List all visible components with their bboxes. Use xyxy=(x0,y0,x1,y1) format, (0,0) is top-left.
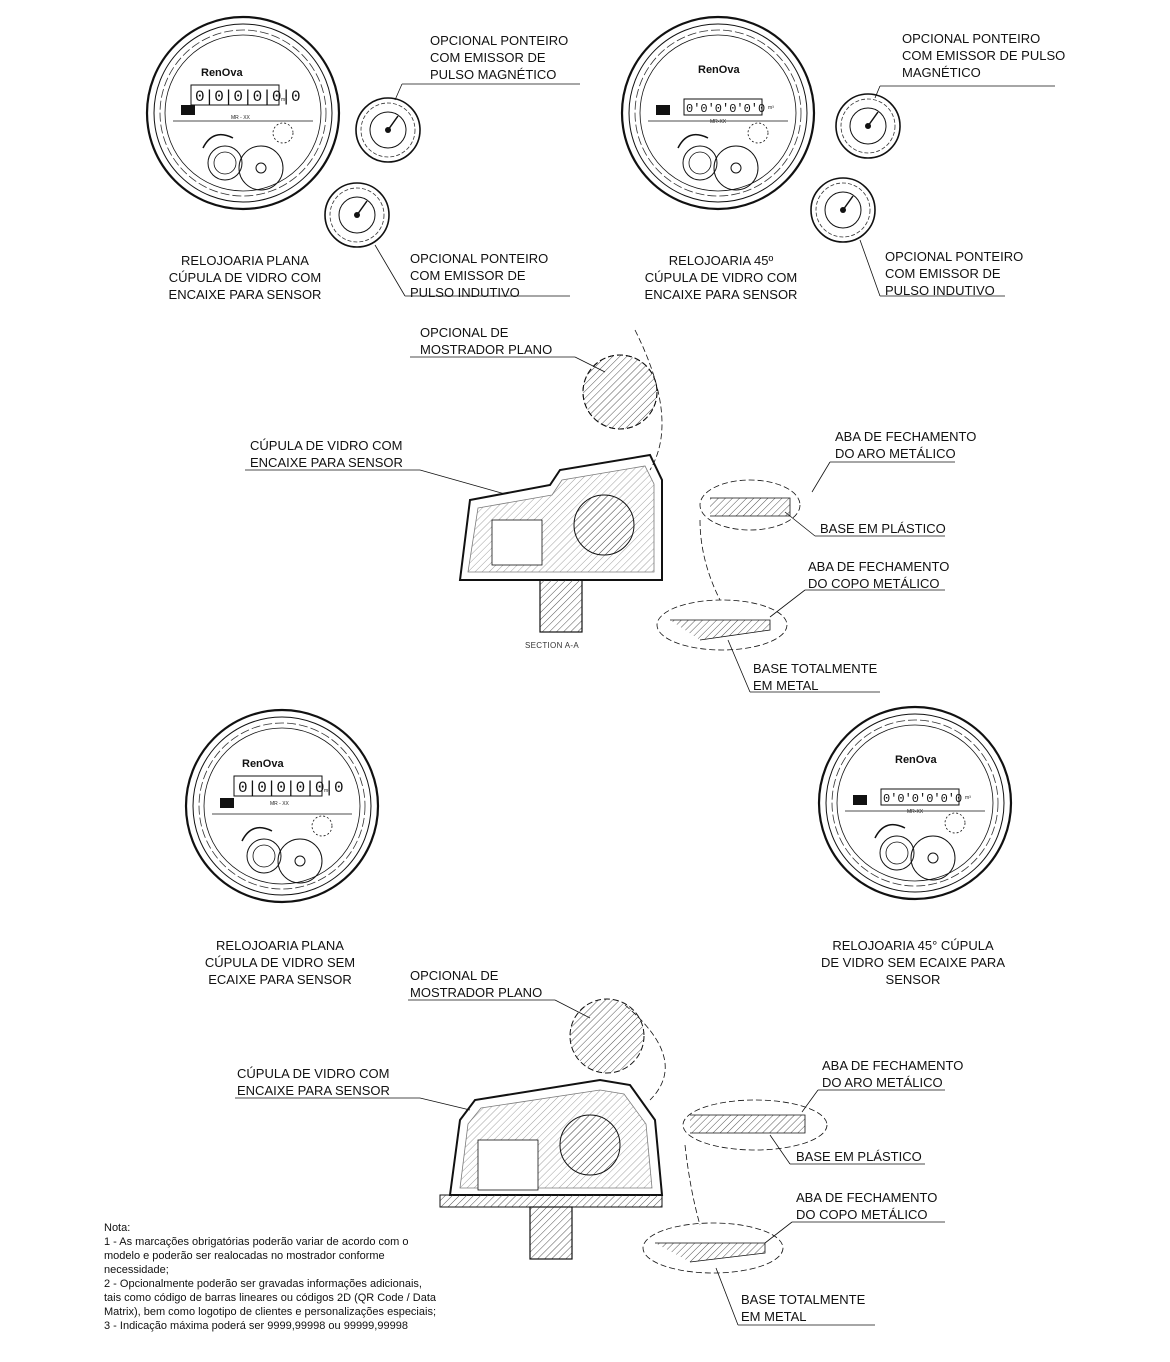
svg-text:MR - XX: MR - XX xyxy=(231,115,251,121)
subdial-a2 xyxy=(324,182,390,248)
label-glass-dome-2: CÚPULA DE VIDRO COM ENCAIXE PARA SENSOR xyxy=(237,1066,390,1098)
label-plastic-base-2: BASE EM PLÁSTICO xyxy=(796,1149,922,1164)
subdial-a1 xyxy=(355,97,421,163)
svg-text:RenOva: RenOva xyxy=(242,758,284,770)
section-2 xyxy=(235,998,945,1326)
label-optional-inductive-pointer-a: OPCIONAL PONTEIRO COM EMISSOR DE PULSO I… xyxy=(410,251,549,300)
svg-text:MR-XX: MR-XX xyxy=(710,119,727,125)
svg-text:MR-XX: MR-XX xyxy=(907,809,924,815)
title-meter-b: RELOJOARIA 45º CÚPULA DE VIDRO COM ENCAI… xyxy=(644,253,798,302)
svg-text:RenOva: RenOva xyxy=(895,754,937,766)
svg-text:RenOva: RenOva xyxy=(201,67,243,79)
svg-text:m³: m³ xyxy=(281,97,287,103)
notes-block: Nota: 1 - As marcações obrigatórias pode… xyxy=(104,1222,437,1332)
label-metal-cup-tab-2: ABA DE FECHAMENTO DO COPO METÁLICO xyxy=(796,1190,938,1222)
label-metal-base-2: BASE TOTALMENTE EM METAL xyxy=(741,1292,866,1324)
title-meter-d: RELOJOARIA 45° CÚPULA DE VIDRO SEM ECAIX… xyxy=(821,938,1005,987)
svg-text:m³: m³ xyxy=(768,105,774,111)
title-meter-c: RELOJOARIA PLANA CÚPULA DE VIDRO SEM ECA… xyxy=(204,938,356,987)
svg-text:0'0'0'0'0'0: 0'0'0'0'0'0 xyxy=(883,792,962,806)
label-flat-dial-option-2: OPCIONAL DE MOSTRADOR PLANO xyxy=(410,968,543,1000)
subdial-b1 xyxy=(835,93,901,159)
label-plastic-base-1: BASE EM PLÁSTICO xyxy=(820,521,946,536)
label-optional-inductive-pointer-b: OPCIONAL PONTEIRO COM EMISSOR DE PULSO I… xyxy=(885,249,1024,298)
svg-text:0|0|0|0|0|0: 0|0|0|0|0|0 xyxy=(195,88,301,106)
svg-text:m³: m³ xyxy=(965,795,971,801)
label-section-aa: SECTION A-A xyxy=(525,641,579,650)
meter-c: RenOva 0|0|0|0|0|0 m³ MR - XX xyxy=(184,708,380,904)
label-metal-ring-tab-2: ABA DE FECHAMENTO DO ARO METÁLICO xyxy=(822,1058,964,1090)
subdial-b2 xyxy=(810,177,876,243)
svg-text:0|0|0|0|0|0: 0|0|0|0|0|0 xyxy=(238,779,344,797)
label-optional-magnetic-pointer-a: OPCIONAL PONTEIRO COM EMISSOR DE PULSO M… xyxy=(430,33,569,82)
svg-text:MR - XX: MR - XX xyxy=(270,801,290,807)
meter-a: RenOva 0|0|0|0|0|0 m³ MR - XX xyxy=(145,15,341,211)
label-metal-cup-tab-1: ABA DE FECHAMENTO DO COPO METÁLICO xyxy=(808,559,950,591)
label-optional-magnetic-pointer-b: OPCIONAL PONTEIRO COM EMISSOR DE PULSO M… xyxy=(902,31,1066,80)
meter-b: RenOva 0'0'0'0'0'0 m³ MR-XX xyxy=(620,15,816,211)
meter-d: RenOva 0'0'0'0'0'0 m³ MR-XX xyxy=(817,705,1013,901)
svg-text:0'0'0'0'0'0: 0'0'0'0'0'0 xyxy=(686,102,765,116)
label-glass-dome-1: CÚPULA DE VIDRO COM ENCAIXE PARA SENSOR xyxy=(250,438,403,470)
section-1 xyxy=(245,329,955,693)
svg-text:RenOva: RenOva xyxy=(698,64,740,76)
label-flat-dial-option-1: OPCIONAL DE MOSTRADOR PLANO xyxy=(420,325,553,357)
title-meter-a: RELOJOARIA PLANA CÚPULA DE VIDRO COM ENC… xyxy=(168,253,322,302)
label-metal-ring-tab-1: ABA DE FECHAMENTO DO ARO METÁLICO xyxy=(835,429,977,461)
svg-text:m³: m³ xyxy=(324,788,330,794)
label-metal-base-1: BASE TOTALMENTE EM METAL xyxy=(753,661,878,693)
